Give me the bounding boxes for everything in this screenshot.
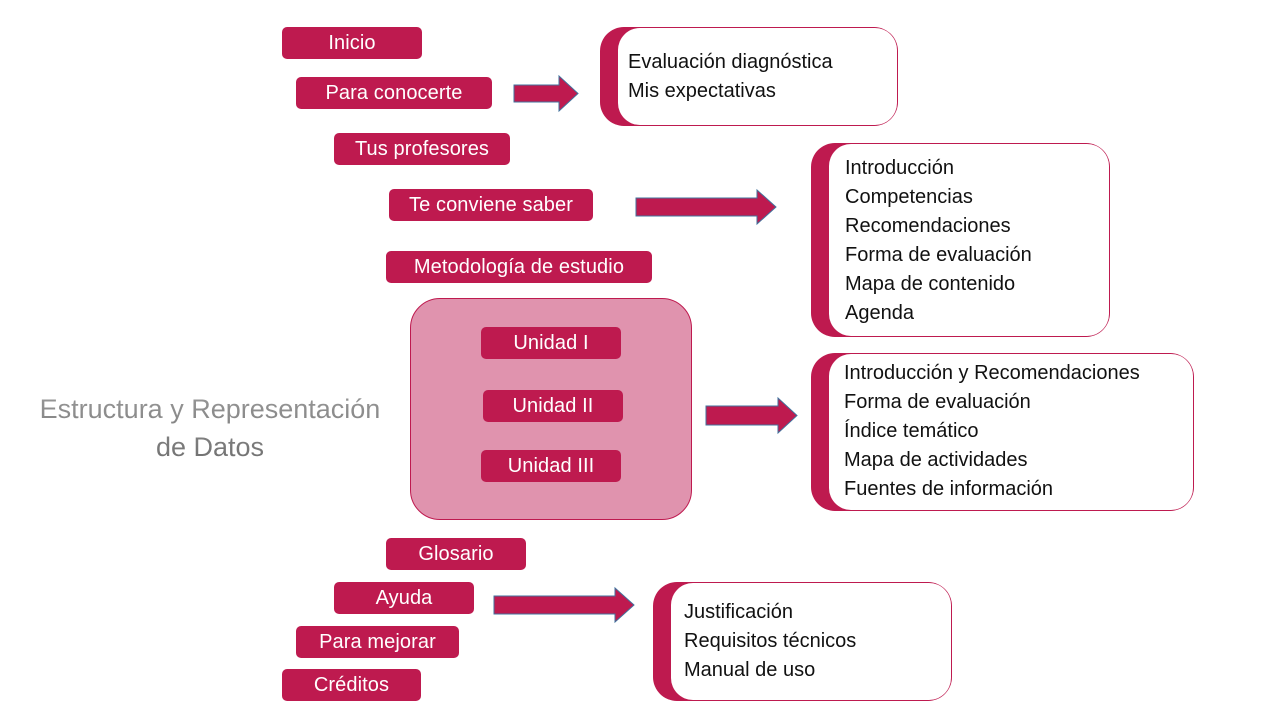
content-item[interactable]: Índice temático: [844, 420, 979, 442]
content-item[interactable]: Mapa de actividades: [844, 449, 1028, 471]
title-line-1: Estructura y Representación: [39, 394, 381, 424]
te-conviene-saber-button[interactable]: Te conviene saber: [389, 189, 593, 221]
arrow-right-icon: [705, 396, 798, 435]
content-item[interactable]: Introducción y Recomendaciones: [844, 362, 1140, 384]
unidad-3-button[interactable]: Unidad III: [481, 450, 621, 482]
ayuda-content-box: Justificación Requisitos técnicos Manual…: [653, 582, 952, 701]
content-item[interactable]: Manual de uso: [684, 659, 816, 681]
unidad-2-button[interactable]: Unidad II: [483, 390, 623, 422]
para-conocerte-button[interactable]: Para conocerte: [296, 77, 492, 109]
para-mejorar-button[interactable]: Para mejorar: [296, 626, 459, 658]
arrow-right-icon: [513, 74, 579, 113]
content-item[interactable]: Competencias: [845, 186, 973, 208]
content-item[interactable]: Fuentes de información: [844, 478, 1054, 500]
unidad-1-button[interactable]: Unidad I: [481, 327, 621, 359]
unidades-content-box: Introducción y Recomendaciones Forma de …: [811, 353, 1194, 511]
content-item[interactable]: Requisitos técnicos: [684, 630, 857, 652]
content-item[interactable]: Introducción: [845, 157, 954, 179]
content-item[interactable]: Forma de evaluación: [845, 244, 1032, 266]
glosario-button[interactable]: Glosario: [386, 538, 526, 570]
content-item[interactable]: Mis expectativas: [628, 80, 776, 102]
te-conviene-saber-content-box: Introducción Competencias Recomendacione…: [811, 143, 1110, 337]
title-line-2: de Datos: [155, 432, 265, 462]
content-item[interactable]: Justificación: [684, 601, 793, 623]
content-item[interactable]: Evaluación diagnóstica: [628, 51, 833, 73]
metodologia-button[interactable]: Metodología de estudio: [386, 251, 652, 283]
content-item[interactable]: Agenda: [845, 302, 914, 324]
content-item[interactable]: Forma de evaluación: [844, 391, 1031, 413]
para-conocerte-content-box: Evaluación diagnóstica Mis expectativas: [600, 27, 898, 126]
arrow-right-icon: [493, 586, 635, 624]
diagram-title: Estructura y Representación de Datos: [20, 390, 400, 466]
content-item[interactable]: Recomendaciones: [845, 215, 1011, 237]
tus-profesores-button[interactable]: Tus profesores: [334, 133, 510, 165]
creditos-button[interactable]: Créditos: [282, 669, 421, 701]
inicio-button[interactable]: Inicio: [282, 27, 422, 59]
ayuda-button[interactable]: Ayuda: [334, 582, 474, 614]
arrow-right-icon: [635, 188, 777, 226]
content-item[interactable]: Mapa de contenido: [845, 273, 1016, 295]
